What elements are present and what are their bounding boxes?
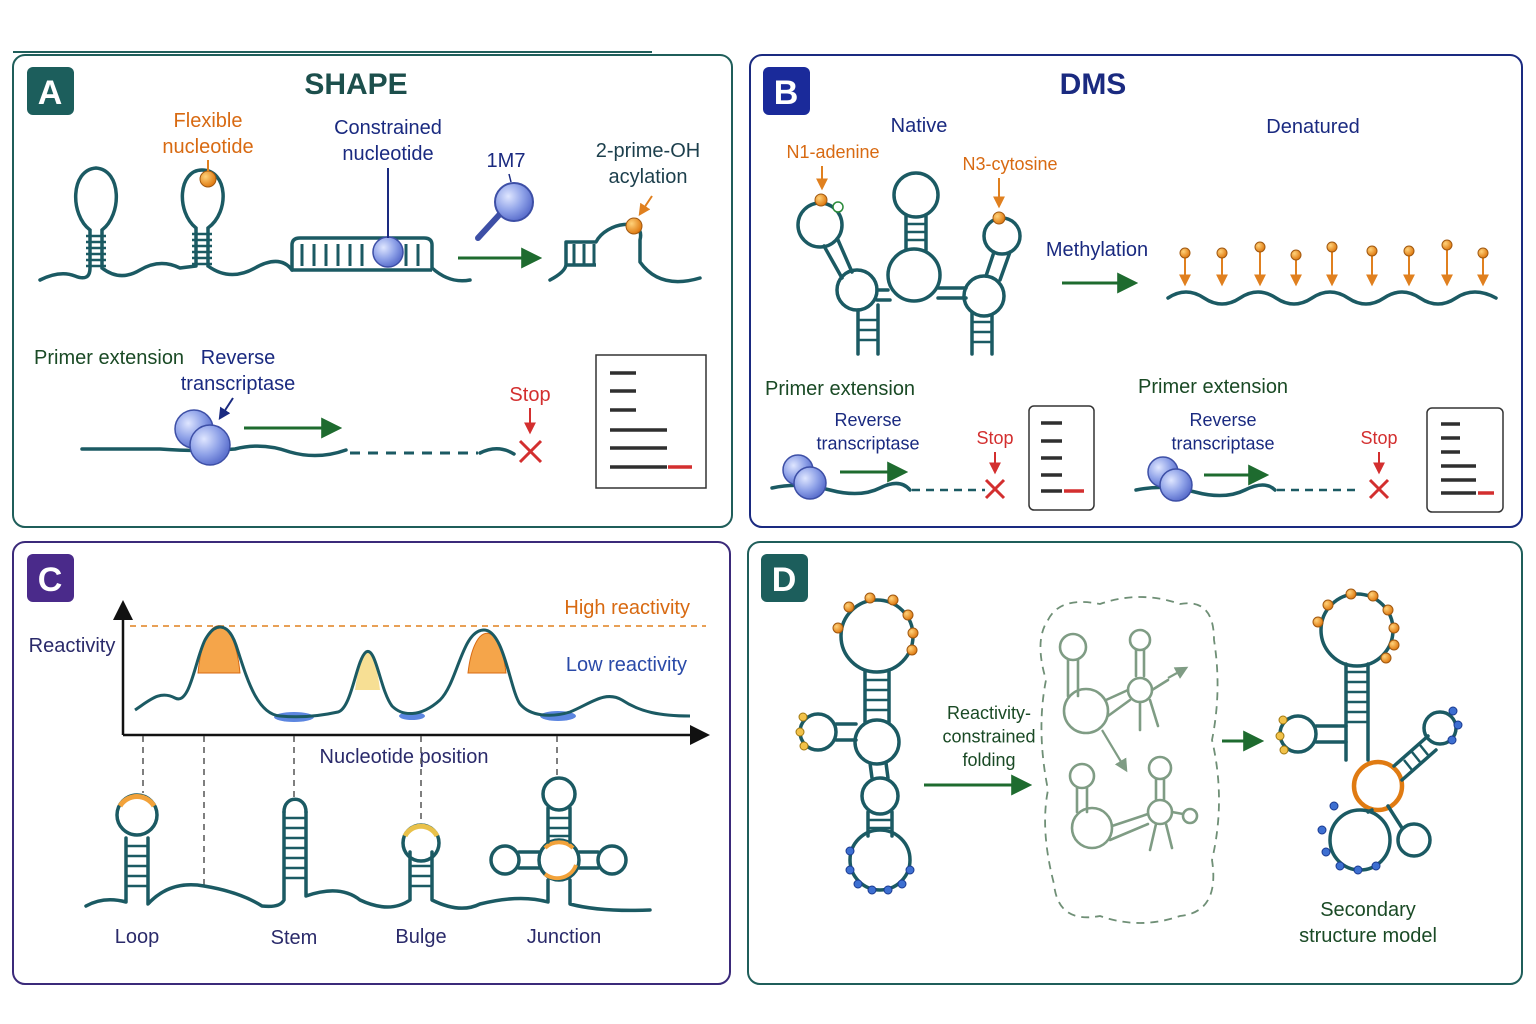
primer-extension-right-label: Primer extension bbox=[1138, 376, 1288, 398]
constrained-nucleotide-ball bbox=[372, 236, 404, 268]
flexible-nucleotide-dot bbox=[199, 170, 217, 188]
primer-extension-left-label: Primer extension bbox=[765, 378, 915, 400]
candidate-fold-2 bbox=[1068, 755, 1199, 852]
gel-icon bbox=[1028, 405, 1095, 511]
panel-c: C Reactivity Nucleotide position High re… bbox=[12, 541, 731, 985]
low-reactivity-label: Low reactivity bbox=[566, 654, 687, 676]
panel-b-title: DMS bbox=[1060, 68, 1127, 101]
secondary-structure-model bbox=[1278, 592, 1458, 872]
stop-cross-icon bbox=[1368, 478, 1390, 500]
panel-b-border bbox=[749, 54, 1523, 528]
n3-cytosine-label: N3-cytosine bbox=[962, 154, 1057, 174]
stop-right-label: Stop bbox=[1360, 428, 1397, 448]
panel-d-border bbox=[747, 541, 1523, 985]
methylation-label: Methylation bbox=[1046, 239, 1148, 261]
native-rna-structure bbox=[796, 171, 1022, 356]
medium-peak bbox=[355, 652, 380, 690]
y-axis-label: Reactivity bbox=[29, 635, 116, 657]
panel-b-badge bbox=[763, 67, 810, 115]
panel-b: B DMS Native Denatured N1-adenine N3-cyt… bbox=[749, 54, 1523, 528]
panel-d-badge-letter: D bbox=[772, 561, 797, 599]
n1-adenine-label: N1-adenine bbox=[786, 142, 879, 162]
input-rna-structure bbox=[798, 598, 915, 892]
denatured-rna bbox=[1166, 290, 1498, 306]
stop-label: Stop bbox=[509, 384, 550, 406]
panel-c-border bbox=[12, 541, 731, 985]
motif-label-bulge: Bulge bbox=[395, 926, 446, 948]
shape-rna-hairpins bbox=[38, 166, 294, 282]
high-reactivity-dots bbox=[832, 592, 919, 656]
panel-a-badge-letter: A bbox=[38, 74, 63, 112]
panel-a-border bbox=[12, 54, 733, 528]
x-axis-label: Nucleotide position bbox=[320, 746, 489, 768]
shape-duplex bbox=[290, 236, 472, 283]
low-reactivity-dots bbox=[845, 846, 915, 895]
reverse-transcriptase-icon bbox=[782, 454, 827, 500]
high-reactivity-label: High reactivity bbox=[564, 597, 690, 619]
methylation-marks bbox=[1179, 250, 1489, 287]
panel-a-title: SHAPE bbox=[304, 68, 407, 101]
panel-d-badge bbox=[761, 554, 808, 602]
motif-label-loop: Loop bbox=[115, 926, 160, 948]
reverse-transcriptase-icon bbox=[1147, 456, 1193, 502]
gel-icon bbox=[1426, 407, 1504, 513]
acylated-rna bbox=[548, 222, 702, 284]
panel-c-badge bbox=[27, 554, 74, 602]
native-label: Native bbox=[891, 115, 948, 137]
reactivity-profile-line bbox=[134, 625, 691, 719]
denatured-label: Denatured bbox=[1266, 116, 1359, 138]
magnifier-reagent-icon bbox=[475, 173, 534, 241]
motif-label-stem: Stem bbox=[271, 927, 318, 949]
panel-a-badge bbox=[27, 67, 74, 115]
rt-template bbox=[80, 444, 348, 458]
motif-backbone bbox=[84, 810, 652, 913]
gel-icon bbox=[595, 354, 707, 489]
reagent-label: 1M7 bbox=[487, 150, 526, 172]
stop-left-label: Stop bbox=[976, 428, 1013, 448]
panel-b-badge-letter: B bbox=[774, 74, 799, 112]
motif-label-junction: Junction bbox=[527, 926, 602, 948]
candidate-fold-1 bbox=[1058, 628, 1189, 735]
reverse-transcriptase-icon bbox=[174, 409, 231, 466]
stop-cross-icon bbox=[984, 478, 1006, 500]
panel-c-badge-letter: C bbox=[38, 561, 63, 599]
primer-extension-label: Primer extension bbox=[34, 347, 184, 369]
stop-cross-icon bbox=[518, 439, 543, 464]
high-peak-2 bbox=[467, 632, 507, 674]
candidate-folds-cloud bbox=[1039, 596, 1220, 924]
high-peak-1 bbox=[197, 625, 241, 674]
